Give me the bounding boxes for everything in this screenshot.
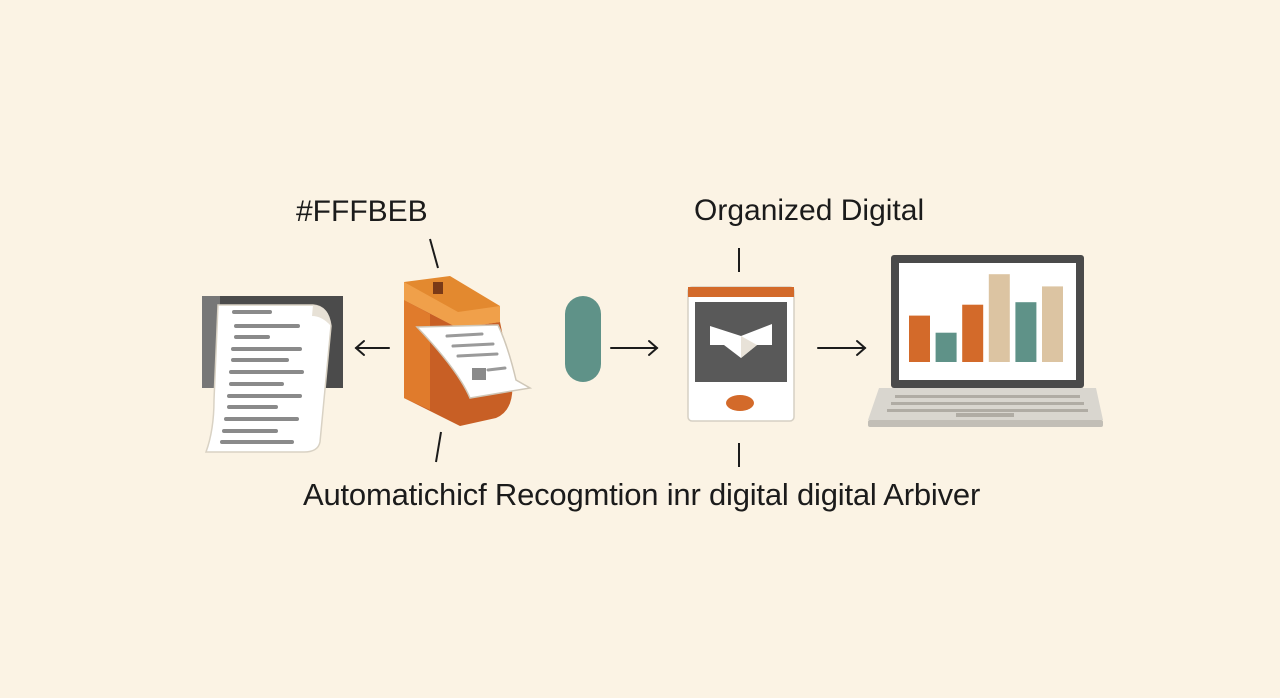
leader-line-bottom-left xyxy=(435,431,442,463)
chart-bar-1 xyxy=(909,315,930,362)
chart-bar-5 xyxy=(1015,302,1037,362)
arrow-left-icon xyxy=(354,340,390,356)
label-top-left: #FFFBEB xyxy=(296,195,428,228)
processing-capsule-icon xyxy=(565,296,601,382)
arrow-right-icon-2 xyxy=(817,340,867,356)
chart-bar-3 xyxy=(962,304,984,362)
arrow-right-icon xyxy=(610,340,659,356)
chart-bar-2 xyxy=(935,332,957,362)
digital-scanner-icon xyxy=(687,286,795,422)
label-organized-digital: Organized Digital xyxy=(694,194,925,227)
laptop-icon xyxy=(868,255,1103,427)
label-bottom-caption: Automatichicf Recogmtion inr digital dig… xyxy=(303,477,981,512)
chart-bar-4 xyxy=(988,274,1010,362)
chart-bar-6 xyxy=(1042,286,1063,362)
leader-line-top-left xyxy=(429,238,439,269)
paper-document-icon xyxy=(202,296,343,453)
laptop-bar-chart xyxy=(909,274,1063,362)
receipt-scanner-icon xyxy=(404,276,533,426)
